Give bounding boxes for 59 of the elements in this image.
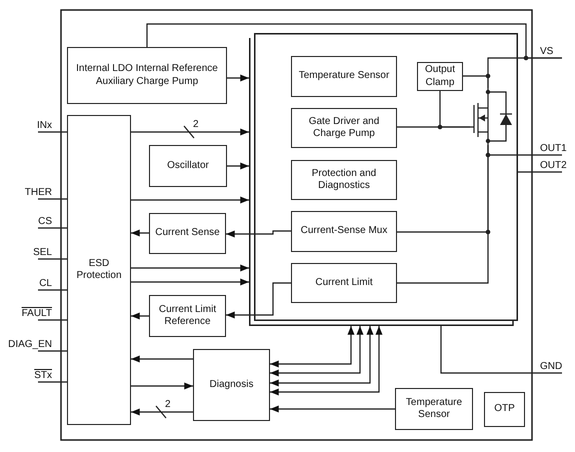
function-block: Gate Driver and Charge Pump: [291, 108, 397, 148]
arrow: [270, 326, 354, 368]
pin-label: VS: [540, 45, 572, 58]
function-block: Current Sense: [149, 213, 226, 254]
wire: [518, 171, 562, 173]
pin-label: DIAG_EN: [2, 338, 52, 351]
arrow: [131, 196, 249, 204]
function-block: Temperature Sensor: [291, 56, 397, 97]
arrow: [131, 264, 249, 272]
arrow: [131, 312, 149, 320]
arrow: [227, 162, 249, 170]
function-block: Temperature Sensor: [395, 388, 473, 430]
wire: [38, 289, 67, 291]
arrow: [131, 408, 193, 416]
wire: [38, 319, 67, 321]
wire: [38, 350, 67, 352]
arrow: [131, 278, 249, 286]
function-block: Internal LDO Internal Reference Auxiliary Charge Pump: [67, 47, 227, 104]
pin-label: OUT1: [540, 142, 572, 155]
edge-label: 2: [164, 399, 172, 410]
arrow: [270, 406, 395, 412]
edge-label: 2: [192, 119, 200, 130]
function-block: Output Clamp: [417, 62, 463, 91]
pin-label: OUT2: [540, 159, 572, 172]
function-block: Current Limit: [291, 263, 397, 303]
arrow: [226, 282, 291, 318]
function-block: Oscillator: [149, 145, 227, 187]
arrow: [226, 230, 291, 238]
pin-label: THER: [2, 186, 52, 199]
wire: [38, 227, 67, 229]
function-block: OTP: [484, 392, 525, 427]
wire: [38, 258, 67, 260]
function-block: Current-Sense Mux: [291, 211, 397, 252]
arrow: [131, 128, 249, 136]
arrow: [270, 326, 364, 376]
arrow: [227, 74, 249, 82]
pin-label: SEL: [2, 246, 52, 259]
arrow: [131, 230, 149, 236]
wire: [440, 326, 562, 374]
pin-label: GND: [540, 360, 572, 373]
pin-label: CS: [2, 215, 52, 228]
wire: [397, 145, 489, 284]
wire: [463, 75, 489, 88]
wire: [397, 126, 470, 128]
arrow: [270, 326, 382, 396]
function-block: Protection and Diagnostics: [291, 160, 397, 200]
wire: [38, 131, 67, 133]
arrow: [270, 326, 374, 386]
function-block: ESD Protection: [67, 115, 131, 425]
pin-label: STx: [2, 369, 52, 382]
pin-label: FAULT: [2, 307, 52, 320]
arrow: [131, 382, 193, 390]
wire: [38, 381, 67, 383]
arrow: [131, 356, 193, 362]
function-block: Diagnosis: [193, 349, 270, 421]
function-block: Current Limit Reference: [149, 295, 226, 337]
pin-label: INx: [2, 119, 52, 132]
wire: [38, 198, 67, 200]
pin-label: CL: [2, 277, 52, 290]
